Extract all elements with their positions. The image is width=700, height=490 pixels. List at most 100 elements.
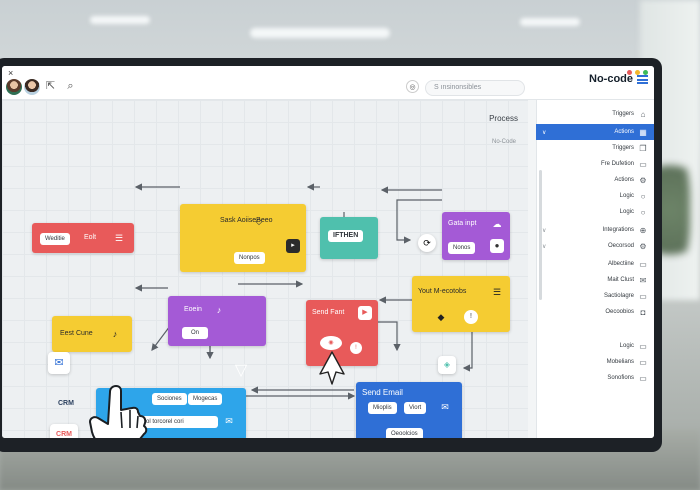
app-screen: × ⇱ ⌕ ◎ S ınsinonsibles Process No-Code <box>2 66 654 438</box>
window-dot-green[interactable] <box>643 70 648 75</box>
node-title: Eoein <box>184 306 202 313</box>
sidebar-item-logic-3[interactable]: Logic ▭ <box>536 338 654 354</box>
node-eolt[interactable]: Weditie Eolt ☰ <box>32 223 134 253</box>
home-icon: ⌂ <box>640 109 646 119</box>
node-title: Eolt <box>84 234 97 241</box>
doc-icon: ▭ <box>639 373 647 383</box>
workflow-canvas[interactable]: Process No-Code <box>2 100 528 438</box>
copy-icon: ❐ <box>639 143 647 153</box>
sidebar-item-label: Albectiine <box>607 261 634 267</box>
settings-icon[interactable]: ◎ <box>406 80 419 93</box>
sidebar-item-oecorsod[interactable]: ∨Oecorsod⚙ <box>536 238 654 254</box>
sidebar-item-label: Actions <box>614 177 634 183</box>
node-pill[interactable]: Secugrol torcorel cori <box>122 416 218 428</box>
sidebar-item-sactiolagre[interactable]: Sactiolagre ▭ <box>536 288 654 304</box>
menu-icon[interactable] <box>637 74 648 84</box>
sidebar-item-logic[interactable]: Logic○ <box>536 188 654 204</box>
sidebar-item-logic-2[interactable]: Logic ○ <box>536 204 654 220</box>
database-icon: ☰ <box>492 287 502 297</box>
node-sask-aoiisebeeo[interactable]: Sask AoiiseBeeo ◇ Nonpos <box>180 204 306 272</box>
toggle-icon[interactable]: ◉ <box>320 336 342 350</box>
crm-label: CRM <box>58 400 74 407</box>
node-pill[interactable]: Weditie <box>40 233 70 245</box>
node-pill[interactable]: Mioplis <box>368 402 397 414</box>
sidebar-item-label: Mobelians <box>606 359 634 365</box>
sidebar-item-integrations[interactable]: ∨Integrations⊕ <box>536 222 654 238</box>
connector-lines <box>134 183 473 400</box>
grid-icon: ▦ <box>639 127 647 137</box>
node-title: IFTHEN <box>328 230 364 242</box>
hand-cursor-icon <box>89 385 148 438</box>
shape-icon[interactable]: ◈ <box>438 356 456 374</box>
sidebar-item-label: Triggers <box>612 111 634 117</box>
sidebar-item-label: Logic <box>619 209 634 215</box>
sidebar-item-triggers-sub[interactable]: Triggers❐ <box>536 140 654 156</box>
sidebar-item-label: Actions <box>614 129 634 135</box>
pointer-cursor-icon <box>319 351 345 385</box>
info-icon[interactable]: ! <box>464 310 478 324</box>
sidebar-item-actions[interactable]: ∨ Actions ▦ <box>536 124 654 140</box>
share-icon[interactable]: ⇱ <box>45 80 56 92</box>
node-title: Gata inpt <box>448 220 477 227</box>
node-pill[interactable]: Viort <box>404 402 427 414</box>
close-icon[interactable]: × <box>8 68 14 78</box>
sidebar-item-label: Sactiolagre <box>603 293 634 299</box>
node-title: Eest Cune <box>60 330 93 337</box>
node-send-fant[interactable]: Send Fant ▶ ◉ ! <box>306 300 378 366</box>
node-title: Send Fant <box>312 309 345 316</box>
envelope-icon[interactable]: ▽ <box>234 362 248 379</box>
sidebar-scrollbar[interactable] <box>539 170 542 300</box>
brand-name: No-code <box>589 73 633 85</box>
node-pill[interactable]: Sociones <box>152 393 187 405</box>
cloud-icon: ☁ <box>492 219 502 229</box>
sidebar-item-label: Fre Dufetion <box>600 161 634 167</box>
layers-icon: ☰ <box>114 233 124 243</box>
sidebar-item-mait-clust[interactable]: Mait Clust✉ <box>536 272 654 288</box>
node-pill[interactable]: On <box>182 327 208 339</box>
mail-icon[interactable]: ✉ <box>48 352 70 374</box>
node-send-email[interactable]: Send Email ✉ Viort Mioplis Oeoolcios <box>356 382 462 438</box>
search-icon[interactable]: ⌕ <box>67 80 74 92</box>
search-input[interactable]: S ınsinonsibles <box>425 80 525 96</box>
node-pill[interactable]: Mogecas <box>188 393 223 405</box>
user-icon: ● <box>490 239 504 253</box>
crm-badge[interactable]: CRM <box>50 424 78 438</box>
window-dot-yellow[interactable] <box>635 70 640 75</box>
node-title: Yout M-ecotobs <box>418 288 467 295</box>
node-pill[interactable]: Nonos <box>448 242 476 254</box>
ceiling-light <box>250 28 390 38</box>
node-pill[interactable]: Nonpos <box>234 252 265 264</box>
doc-icon: ▭ <box>639 291 647 301</box>
warning-icon: ◆ <box>437 312 445 322</box>
circle-icon: ○ <box>640 207 646 217</box>
avatar[interactable] <box>6 79 22 95</box>
avatar[interactable] <box>24 79 40 95</box>
window-dot-red[interactable] <box>627 70 632 75</box>
canvas-subtitle: No-Code <box>491 139 516 145</box>
node-gata-inpt[interactable]: Gata inpt ☁ Nonos ● <box>442 212 510 260</box>
node-ifthen[interactable]: IFTHEN <box>320 217 378 259</box>
sidebar-item-albectiine[interactable]: Albectiine▭ <box>536 256 654 272</box>
sidebar-item-fre-dufetion[interactable]: Fre Dufetion▭ <box>536 156 654 172</box>
sidebar-item-oecoobios[interactable]: Oecoobios◘ <box>536 304 654 320</box>
node-eest-cune[interactable]: Eest Cune ♪ <box>52 316 132 352</box>
node-pill[interactable]: Oeoolcios <box>386 428 423 438</box>
sidebar-item-sonofions[interactable]: Sonofions▭ <box>536 370 654 386</box>
mail-icon: ✉ <box>639 275 647 285</box>
chevron-down-icon: ∨ <box>542 243 547 250</box>
sidebar-item-label: Oecoobios <box>605 309 634 315</box>
sidebar-item-triggers[interactable]: Triggers ⌂ <box>536 106 654 122</box>
circle-icon: ○ <box>640 191 646 201</box>
alert-icon[interactable]: ! <box>350 342 362 354</box>
monitor: × ⇱ ⌕ ◎ S ınsinonsibles Process No-Code <box>0 58 662 452</box>
chevron-down-icon: ∨ <box>542 129 547 136</box>
top-bar: × ⇱ ⌕ ◎ S ınsinonsibles <box>2 66 654 100</box>
node-yout-mecotobs[interactable]: Yout M-ecotobs ☰ ◆ ! <box>412 276 510 332</box>
sidebar-item-label: Logic <box>619 343 634 349</box>
refresh-icon[interactable]: ⟳ <box>418 234 436 252</box>
mail-icon: ✉ <box>441 402 449 412</box>
sidebar-item-mobelians[interactable]: Mobelians▭ <box>536 354 654 370</box>
doc-icon: ▭ <box>639 341 647 351</box>
sidebar-item-actions-sub[interactable]: Actions⚙ <box>536 172 654 188</box>
node-eoein[interactable]: Eoein ♪ On <box>168 296 266 346</box>
